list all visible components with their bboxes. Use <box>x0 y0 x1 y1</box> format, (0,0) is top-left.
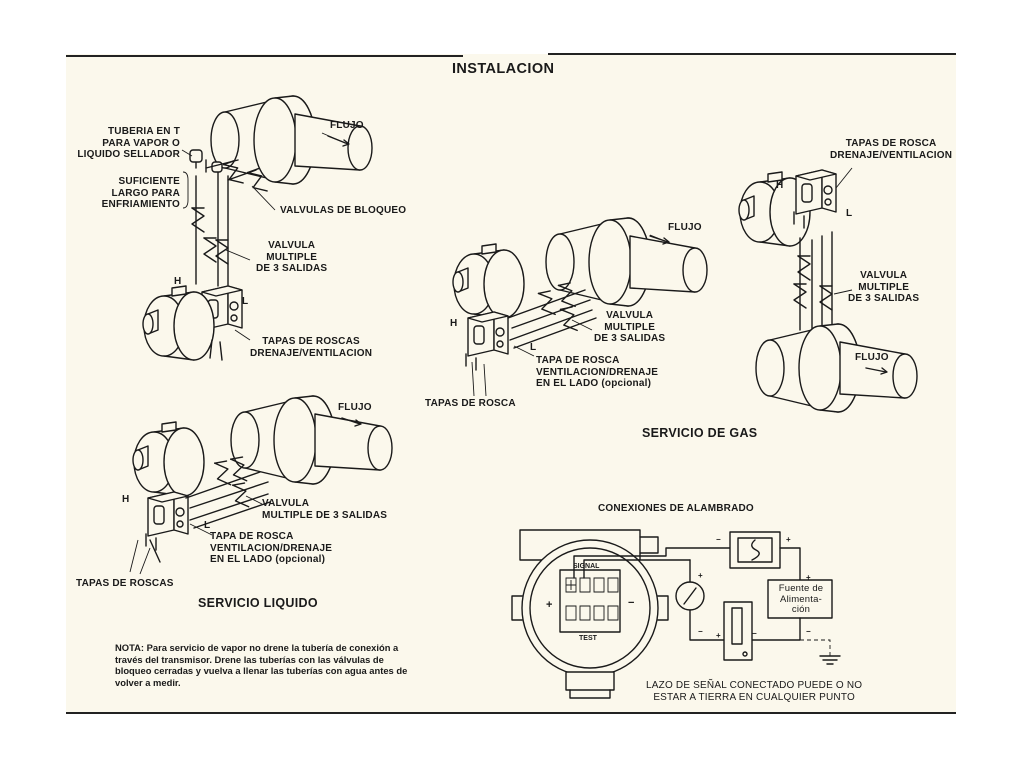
meter-plus: + <box>698 571 703 580</box>
wiring-diagram: SIGNAL TEST + − − + + − + + − − <box>512 530 840 698</box>
steam-length-label: SUFICIENTE LARGO PARA ENFRIAMIENTO <box>101 176 180 210</box>
flow-arrows <box>328 136 887 426</box>
signal-label: SIGNAL <box>573 563 600 570</box>
gas-right-manifold-label: VALVULA MULTIPLE DE 3 SALIDAS <box>848 270 920 304</box>
gas-center-h-label: H <box>450 318 458 329</box>
bottom-rule <box>66 712 956 714</box>
test-label: TEST <box>579 635 598 642</box>
gas-right-flow-label: FLUJO <box>855 352 889 363</box>
liquid-caps-label: TAPAS DE ROSCAS <box>76 578 174 589</box>
steam-note: NOTA: Para servicio de vapor no drene la… <box>115 642 415 688</box>
liquid-flow-label: FLUJO <box>338 402 372 413</box>
note-body: Para servicio de vapor no drene la tuber… <box>115 642 408 688</box>
liquid-service-drawing <box>130 395 393 574</box>
liquid-service-title: SERVICIO LIQUIDO <box>198 596 318 610</box>
minus-sign-right: − <box>628 597 634 609</box>
supply-plus: + <box>806 573 811 582</box>
gas-center-cap-label: TAPA DE ROSCA VENTILACION/DRENAJE EN EL … <box>536 355 659 389</box>
recorder-minus: − <box>716 535 721 544</box>
top-rule-left <box>66 55 463 57</box>
liquid-l-label: L <box>204 520 211 531</box>
steam-caps-label: TAPAS DE ROSCAS DRENAJE/VENTILACION <box>250 336 373 359</box>
ground-note: LAZO DE SEÑAL CONECTADO PUEDE O NO ESTAR… <box>646 680 863 703</box>
top-rule-right <box>548 53 956 55</box>
steam-block-valves-label: VALVULAS DE BLOQUEO <box>280 205 407 216</box>
steam-h-label: H <box>174 276 182 287</box>
wiring-title: CONEXIONES DE ALAMBRADO <box>598 503 754 514</box>
indicator-minus: − <box>752 629 757 638</box>
steam-flow-label: FLUJO <box>330 120 364 131</box>
gas-center-drawing <box>452 217 708 396</box>
liquid-h-label: H <box>122 494 130 505</box>
gas-center-caps-label: TAPAS DE ROSCA <box>425 398 516 409</box>
plus-sign-left: + <box>546 599 552 611</box>
supply-minus: − <box>806 627 811 636</box>
page-title: INSTALACION <box>452 61 555 77</box>
gas-right-caps-label: TAPAS DE ROSCA DRENAJE/VENTILACION <box>830 138 953 161</box>
gas-right-h-label: H <box>776 180 784 191</box>
gas-service-title: SERVICIO DE GAS <box>642 426 758 440</box>
gas-right-l-label: L <box>846 208 853 219</box>
gas-center-manifold-label: VALVULA MULTIPLE DE 3 SALIDAS <box>594 310 666 344</box>
liquid-manifold-label: VALVULA MULTIPLE DE 3 SALIDAS <box>262 498 388 521</box>
gas-right-drawing <box>738 168 918 413</box>
indicator-plus: + <box>716 631 721 640</box>
steam-l-label: L <box>242 296 249 307</box>
liquid-cap-label: TAPA DE ROSCA VENTILACION/DRENAJE EN EL … <box>210 531 333 565</box>
meter-minus: − <box>698 627 703 636</box>
recorder-plus: + <box>786 535 791 544</box>
steam-tee-label: TUBERIA EN T PARA VAPOR O LIQUIDO SELLAD… <box>77 126 180 160</box>
gas-center-l-label: L <box>530 342 537 353</box>
gas-center-flow-label: FLUJO <box>668 222 702 233</box>
note-lead: NOTA: <box>115 642 144 653</box>
power-supply-label: Fuente de Alimenta- ción <box>778 583 824 615</box>
steam-manifold-label: VALVULA MULTIPLE DE 3 SALIDAS <box>256 240 328 274</box>
